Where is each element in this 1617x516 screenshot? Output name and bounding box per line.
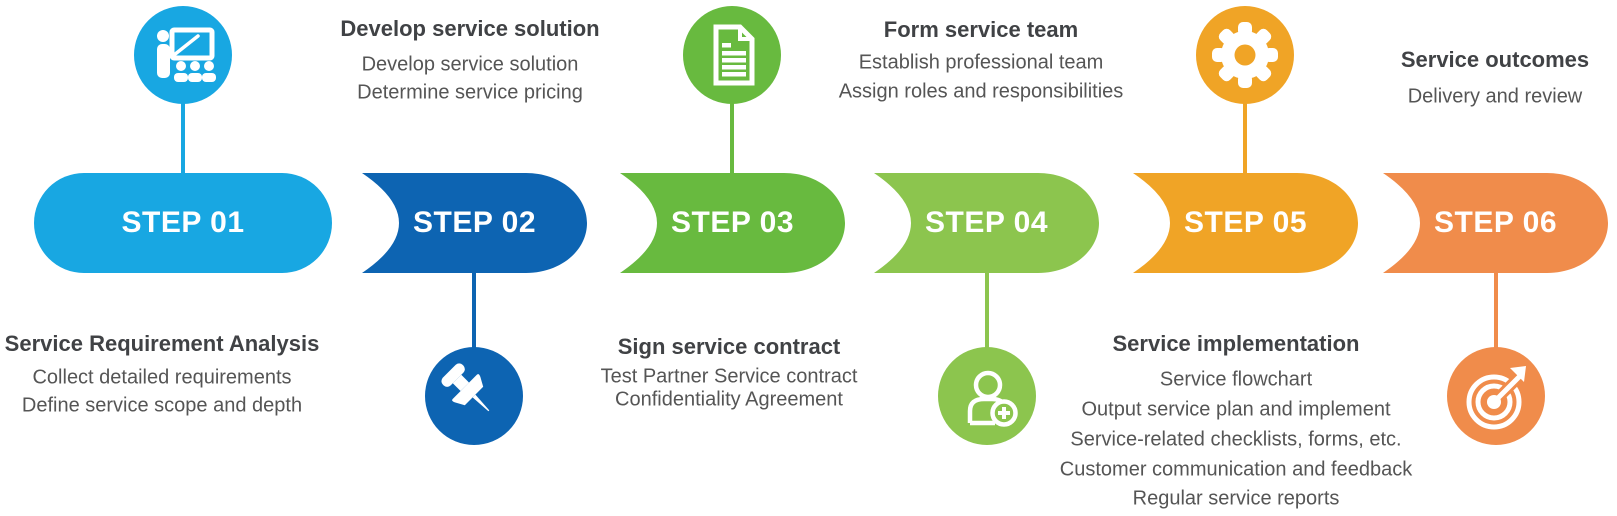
step-label: STEP 05 bbox=[1183, 206, 1308, 239]
step-detail-line: Delivery and review bbox=[1407, 85, 1583, 108]
icon-circle bbox=[134, 6, 232, 104]
step-label: STEP 01 bbox=[121, 206, 245, 239]
target-icon bbox=[1466, 366, 1527, 430]
connector-line bbox=[730, 100, 734, 175]
icon-circle bbox=[1447, 347, 1545, 445]
connector-line bbox=[1494, 271, 1498, 351]
step-pill bbox=[874, 173, 1099, 273]
step-detail-line: Confidentiality Agreement bbox=[615, 388, 843, 411]
step-detail-line: Determine service pricing bbox=[357, 81, 583, 104]
pushpin-icon bbox=[441, 363, 490, 412]
step-heading: Service implementation bbox=[1112, 331, 1360, 356]
step-pill bbox=[1133, 173, 1358, 273]
document-icon bbox=[713, 24, 755, 86]
step-heading: Service outcomes bbox=[1400, 47, 1590, 72]
step-pill bbox=[620, 173, 845, 273]
icon-circle bbox=[425, 347, 523, 445]
connector-line bbox=[472, 271, 476, 351]
step-heading: Develop service solution bbox=[340, 16, 600, 41]
step-detail-line: Test Partner Service contract bbox=[600, 365, 858, 388]
step-detail-line: Define service scope and depth bbox=[21, 394, 303, 417]
add-user-icon bbox=[967, 370, 1018, 427]
step-heading: Service Requirement Analysis bbox=[4, 331, 320, 356]
step-pill bbox=[362, 173, 587, 273]
step-detail-line: Assign roles and responsibilities bbox=[838, 80, 1124, 103]
step-detail-line: Output service plan and implement bbox=[1081, 398, 1391, 421]
step-pill bbox=[1383, 173, 1608, 273]
connector-line bbox=[985, 271, 989, 351]
step-label: STEP 02 bbox=[412, 206, 537, 239]
step-detail-line: Develop service solution bbox=[361, 53, 579, 76]
step-label: STEP 04 bbox=[924, 206, 1049, 239]
step-pill bbox=[34, 173, 332, 273]
icon-circle bbox=[683, 6, 781, 104]
gear-icon bbox=[1212, 22, 1278, 88]
step-label: STEP 03 bbox=[670, 206, 795, 239]
step-heading: Form service team bbox=[883, 17, 1079, 42]
presentation-icon bbox=[157, 27, 216, 82]
step-detail-line: Service-related checklists, forms, etc. bbox=[1070, 428, 1402, 451]
connector-line bbox=[181, 100, 185, 175]
icon-circle bbox=[938, 347, 1036, 445]
icon-circle bbox=[1196, 6, 1294, 104]
step-detail-line: Establish professional team bbox=[858, 51, 1104, 74]
step-detail-line: Service flowchart bbox=[1159, 368, 1313, 391]
step-detail-line: Customer communication and feedback bbox=[1059, 458, 1413, 481]
step-label: STEP 06 bbox=[1433, 206, 1558, 239]
step-heading: Sign service contract bbox=[617, 334, 841, 359]
connector-line bbox=[1243, 100, 1247, 175]
step-detail-line: Collect detailed requirements bbox=[32, 366, 292, 389]
step-detail-line: Regular service reports bbox=[1132, 487, 1340, 510]
